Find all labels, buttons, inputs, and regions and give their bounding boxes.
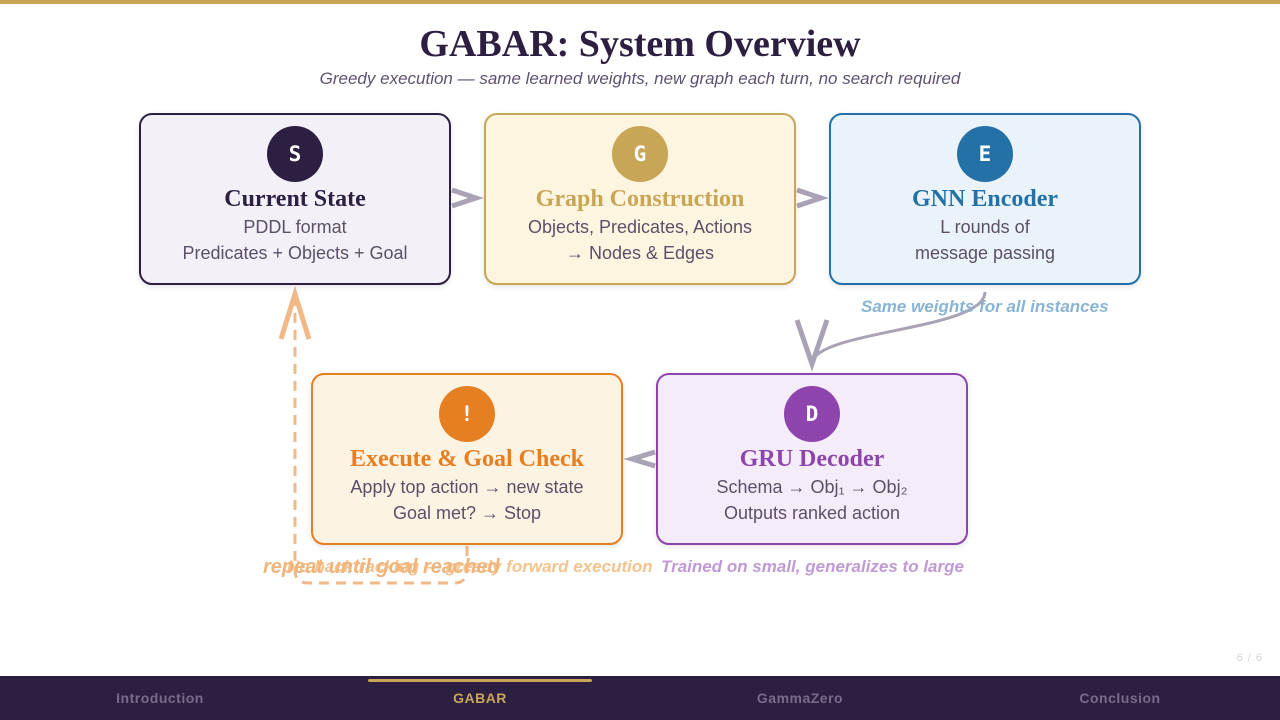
stage-badge: S [267, 126, 323, 182]
stage-line: message passing [914, 243, 1056, 263]
stage-badge: G [612, 126, 668, 182]
loop-back-arrowhead [278, 285, 312, 340]
arrow-decoder-to-execute [623, 449, 656, 469]
slide-subtitle: Greedy execution — same learned weights,… [319, 69, 961, 88]
stage-title: GRU Decoder [739, 446, 885, 472]
stage-gru-decoder: D GRU Decoder Schema → Obj₁ → Obj₂ Outpu… [656, 373, 968, 545]
stage-line: L rounds of [940, 217, 1030, 237]
flow-connectors [278, 187, 987, 585]
note-repeat-loop: repeat until goal reached [263, 556, 500, 578]
stage-line: Schema → Obj₁ → Obj₂ [716, 477, 908, 497]
stage-line: Objects, Predicates, Actions [527, 217, 753, 237]
slide-title: GABAR: System Overview [419, 23, 861, 65]
nav-item-introduction[interactable]: Introduction [116, 690, 204, 706]
note-greedy-forward: No backtracking — greedy forward executi… [287, 557, 653, 576]
stage-badge: E [957, 126, 1013, 182]
note-generalization: Trained on small, generalizes to large [661, 557, 964, 576]
stage-title: GNN Encoder [912, 186, 1058, 212]
stage-title: Current State [224, 186, 366, 212]
arrow-encoder-to-decoder-curve [810, 291, 987, 363]
section-nav-bar: Introduction GABAR GammaZero Conclusion [0, 676, 1280, 720]
top-accent-rule [0, 0, 1280, 4]
stage-line: Predicates + Objects + Goal [182, 243, 408, 263]
nav-item-conclusion[interactable]: Conclusion [1079, 690, 1161, 706]
stage-title: Graph Construction [535, 186, 745, 212]
stage-gnn-encoder: E GNN Encoder L rounds of message passin… [829, 113, 1141, 285]
stage-current-state: S Current State PDDL format Predicates +… [139, 113, 451, 285]
note-same-weights: Same weights for all instances [861, 297, 1109, 316]
arrow-encoder-to-decoder-head [794, 319, 830, 372]
page-indicator: 6 / 6 [1236, 652, 1263, 664]
active-section-indicator [368, 679, 592, 682]
stage-badge: D [784, 386, 840, 442]
arrow-state-to-graph [451, 187, 484, 209]
nav-item-gabar[interactable]: GABAR [453, 690, 507, 706]
stage-line: Apply top action → new state [350, 477, 584, 497]
stage-line: Goal met? → Stop [392, 503, 542, 523]
nav-item-gammazero[interactable]: GammaZero [756, 690, 844, 706]
arrow-graph-to-encoder [796, 187, 829, 209]
stage-badge: ! [439, 386, 495, 442]
stage-line: Outputs ranked action [723, 503, 901, 523]
stage-execute-goal-check: ! Execute & Goal Check Apply top action … [311, 373, 623, 545]
stage-graph-construction: G Graph Construction Objects, Predicates… [484, 113, 796, 285]
loop-back-dashed-path [293, 300, 469, 585]
stage-title: Execute & Goal Check [350, 446, 584, 472]
stage-line: → Nodes & Edges [565, 243, 715, 263]
stage-line: PDDL format [243, 217, 347, 237]
